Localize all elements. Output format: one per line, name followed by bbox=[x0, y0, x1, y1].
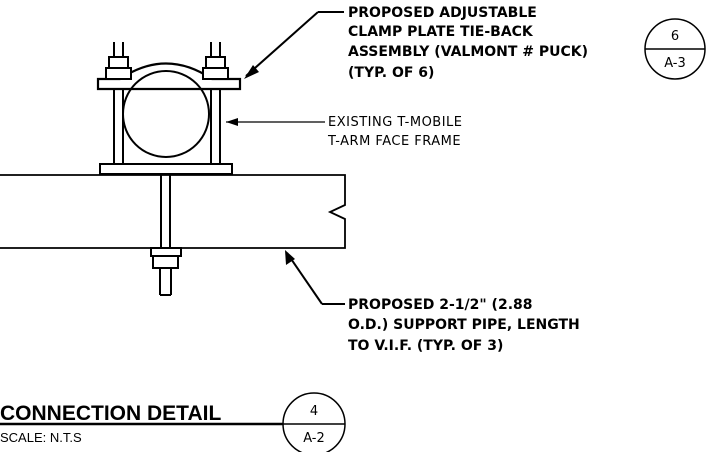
right-clamp-bolt bbox=[202, 42, 229, 164]
drawing-scale: SCALE: N.T.S bbox=[0, 430, 82, 445]
leader-clamp-plate bbox=[245, 11, 344, 77]
title-callout-number: 4 bbox=[310, 404, 318, 419]
vertical-tie-rod bbox=[150, 174, 182, 296]
note-line: PROPOSED 2-1/2" (2.88 bbox=[348, 297, 533, 313]
t-arm-pipe bbox=[122, 70, 210, 158]
note-line: CLAMP PLATE TIE-BACK bbox=[348, 24, 534, 40]
title-callout-sheet: A-2 bbox=[303, 431, 325, 446]
detail-callout-sheet: A-3 bbox=[664, 56, 686, 71]
arrowhead-clamp bbox=[244, 65, 259, 79]
left-clamp-bolt bbox=[105, 42, 132, 164]
note-line: TO V.I.F. (TYP. OF 3) bbox=[348, 338, 503, 354]
detail-callout-number: 6 bbox=[671, 29, 679, 44]
note-face-frame: EXISTING T-MOBILE T-ARM FACE FRAME bbox=[327, 115, 463, 149]
detail-callout-bubble bbox=[644, 18, 706, 80]
note-line: EXISTING T-MOBILE bbox=[328, 115, 463, 130]
support-pipe bbox=[0, 174, 346, 249]
note-clamp-plate: PROPOSED ADJUSTABLE CLAMP PLATE TIE-BACK… bbox=[348, 5, 588, 81]
arrowhead-face-frame bbox=[226, 118, 238, 126]
drawing-title: CONNECTION DETAIL bbox=[0, 402, 221, 425]
note-line: PROPOSED ADJUSTABLE bbox=[348, 5, 537, 21]
note-line: (TYP. OF 6) bbox=[348, 65, 434, 81]
arrowhead-support-pipe bbox=[285, 250, 295, 265]
note-support-pipe: PROPOSED 2-1/2" (2.88 O.D.) SUPPORT PIPE… bbox=[348, 297, 580, 354]
note-line: T-ARM FACE FRAME bbox=[327, 134, 461, 149]
leader-support-pipe bbox=[286, 252, 345, 305]
clamp-bottom-plate bbox=[99, 163, 233, 175]
note-line: O.D.) SUPPORT PIPE, LENGTH bbox=[348, 317, 580, 333]
note-line: ASSEMBLY (VALMONT # PUCK) bbox=[348, 44, 588, 60]
